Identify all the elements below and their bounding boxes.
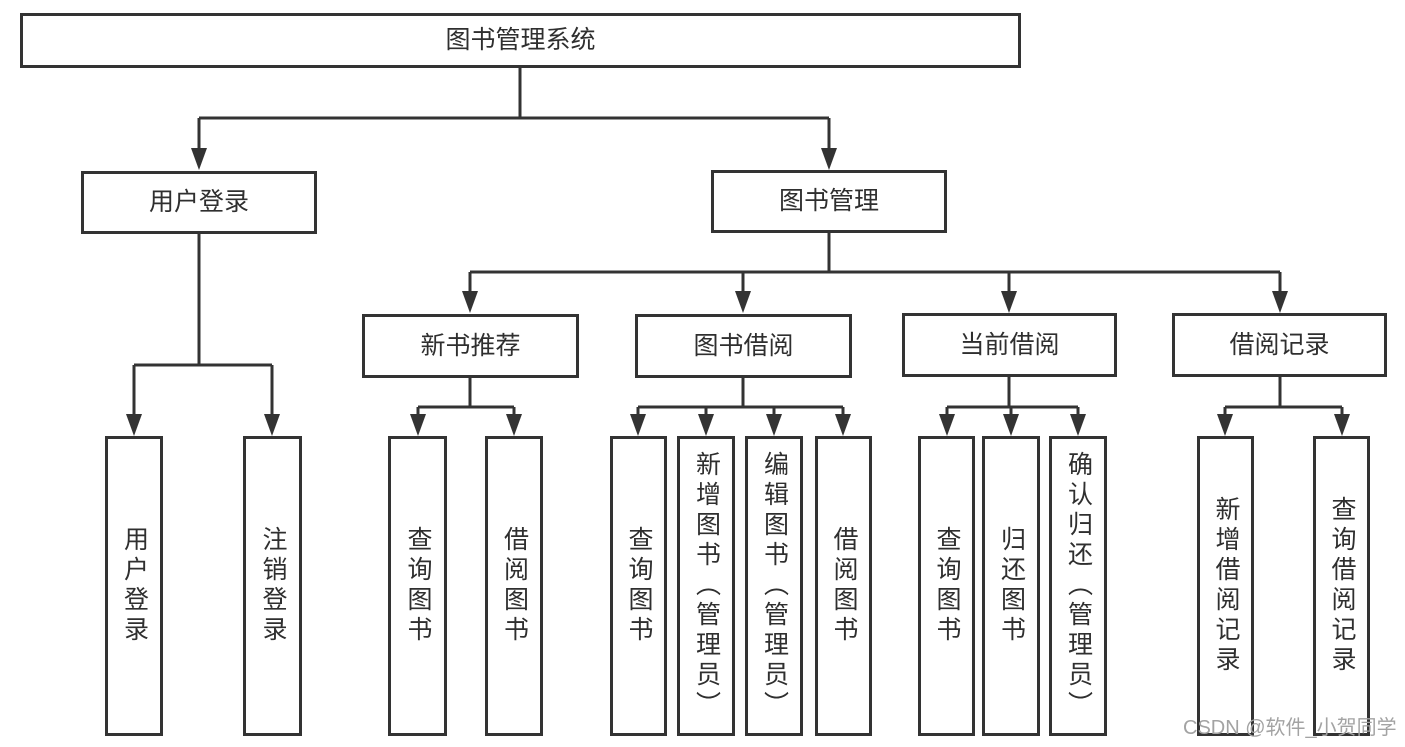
connector-user-login [132,234,274,418]
node-label: 当前借阅 [959,330,1060,359]
node-label: 查询图书 [404,526,432,646]
connector-root [197,68,831,150]
leaf-edit-books-admin: 编辑图书（管理员） [745,436,803,736]
arrow-icon [939,414,955,436]
node-label: 查询图书 [625,526,653,646]
node-new-book-recommend: 新书推荐 [362,314,579,378]
leaf-add-borrow-record: 新增借阅记录 [1197,436,1254,736]
node-label: 借阅图书 [830,526,858,646]
node-label: 编辑图书（管理员） [760,451,789,721]
arrow-icon [821,148,837,170]
node-label: 确认归还（管理员） [1064,451,1093,721]
arrow-icon [264,414,280,436]
node-label: 注销登录 [259,526,287,646]
arrow-icon [506,414,522,436]
node-label: 用户登录 [120,526,149,646]
leaf-borrow-books-recommend: 借阅图书 [485,436,543,736]
connector-book-management [468,233,1282,295]
node-label: 归还图书 [997,526,1026,646]
leaf-borrow-books: 借阅图书 [815,436,872,736]
node-label: 查询图书 [933,526,961,646]
leaf-confirm-return-admin: 确认归还（管理员） [1049,436,1107,736]
arrow-icon [1217,414,1233,436]
leaf-return-books: 归还图书 [982,436,1040,736]
arrow-icon [698,414,714,436]
node-borrow-records: 借阅记录 [1172,313,1387,377]
node-label: 图书借阅 [693,331,794,360]
node-label: 用户登录 [148,188,249,216]
leaf-logout: 注销登录 [243,436,302,736]
node-label: 新增图书（管理员） [692,451,721,721]
node-current-borrow: 当前借阅 [902,313,1117,377]
node-label: 查询借阅记录 [1328,496,1356,676]
node-label: 新书推荐 [420,331,521,360]
connector-current-borrow [945,377,1080,418]
connector-new-book-recommend [416,378,516,418]
node-label: 图书管理 [778,187,879,215]
node-root-system: 图书管理系统 [20,13,1021,68]
leaf-add-books-admin: 新增图书（管理员） [677,436,735,736]
node-label: 借阅记录 [1229,330,1330,359]
arrow-icon [462,291,478,313]
arrow-icon [126,414,142,436]
node-book-borrow: 图书借阅 [635,314,852,378]
node-label: 新增借阅记录 [1212,496,1240,676]
arrow-icon [735,291,751,313]
connector-borrow-records [1223,377,1344,418]
leaf-user-login: 用户登录 [105,436,163,736]
connector-book-borrow [636,378,845,418]
node-user-login: 用户登录 [81,171,317,234]
node-label: 图书管理系统 [445,26,596,54]
arrow-icon [1272,291,1288,313]
leaf-query-books-recommend: 查询图书 [388,436,447,736]
arrow-icon [410,414,426,436]
arrow-icon [1003,414,1019,436]
node-label: 借阅图书 [500,526,529,646]
node-book-management: 图书管理 [711,170,947,233]
arrow-icon [1334,414,1350,436]
leaf-query-borrow-record: 查询借阅记录 [1313,436,1370,736]
arrow-icon [766,414,782,436]
arrow-icon [1070,414,1086,436]
arrow-icon [630,414,646,436]
arrow-icon [835,414,851,436]
arrow-icon [1001,291,1017,313]
csdn-watermark: CSDN @软件_小贺同学 [1183,717,1397,739]
leaf-query-books-current: 查询图书 [918,436,975,736]
arrowheads [126,148,1350,436]
arrow-icon [191,148,207,170]
leaf-query-books-borrow: 查询图书 [610,436,667,736]
